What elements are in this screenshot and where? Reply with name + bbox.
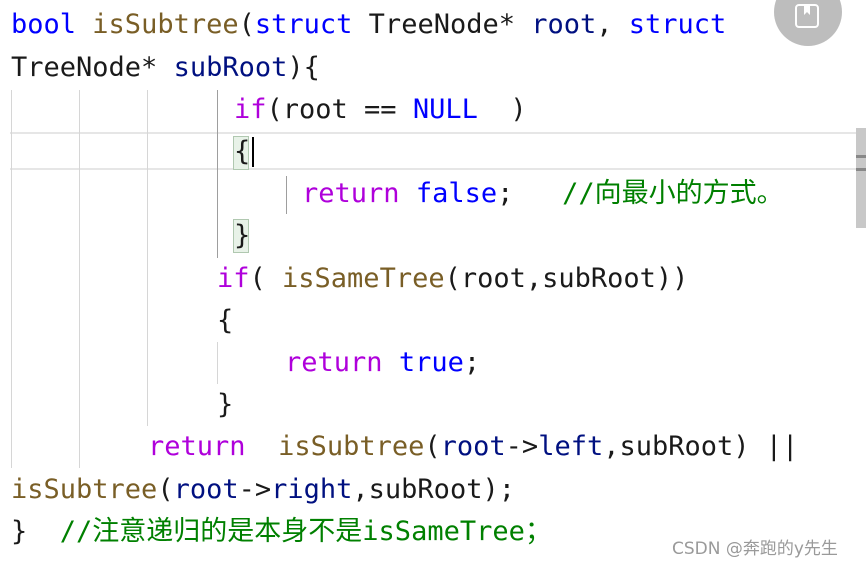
token-function: isSameTree [282, 263, 445, 294]
token-param: root [440, 431, 506, 462]
current-line-highlight [10, 132, 866, 170]
token-constant: true [398, 347, 464, 378]
token-args: ,subRoot); [352, 474, 515, 505]
token-control: if [234, 94, 267, 125]
token-space [27, 516, 60, 547]
code-line-10[interactable]: } [217, 384, 233, 426]
token-brace: } [234, 220, 251, 251]
token-punct: ( [238, 9, 255, 40]
indent-guide [217, 342, 218, 384]
token-comment: ； [524, 516, 552, 547]
token-param: subRoot [173, 52, 288, 83]
text-caret [252, 137, 254, 167]
indent-guide [147, 90, 148, 426]
indent-guide [79, 90, 80, 468]
token-space [246, 431, 279, 462]
code-line-6[interactable]: } [234, 215, 250, 257]
code-line-4[interactable]: { [234, 131, 250, 173]
token-type: TreeNode* [352, 9, 532, 40]
bookmark-icon [795, 4, 819, 28]
token-comment: isSameTree [362, 516, 525, 547]
token-space [76, 9, 92, 40]
token-member: left [538, 431, 604, 462]
code-line-9[interactable]: return true; [285, 342, 480, 384]
token-keyword: struct [254, 9, 353, 40]
code-line-13[interactable]: } //注意递归的是本身不是isSameTree； [11, 511, 552, 553]
token-function: isSubtree [11, 474, 158, 505]
token-comment: //向最小的方式。 [562, 178, 784, 209]
token-punct: ) [477, 94, 527, 125]
token-param: root [173, 474, 239, 505]
scrollbar[interactable] [856, 128, 866, 228]
token-constant: false [415, 178, 498, 209]
code-line-3[interactable]: if(root == NULL ) [234, 89, 527, 131]
watermark: CSDN @奔跑的y先生 [672, 539, 838, 559]
token-space [400, 178, 416, 209]
token-keyword: struct [628, 9, 727, 40]
token-punct: ; [497, 178, 563, 209]
token-op: -> [505, 431, 539, 462]
token-brace: { [217, 305, 234, 336]
token-punct: , [596, 9, 629, 40]
code-line-1[interactable]: bool isSubtree(struct TreeNode* root, st… [11, 4, 726, 46]
token-punct: ; [463, 347, 481, 378]
token-control: return [302, 178, 400, 209]
token-punct: ( [424, 431, 441, 462]
token-keyword: bool [11, 9, 77, 40]
indent-guide-active [286, 176, 287, 214]
token-control: if [217, 263, 250, 294]
token-comment: //注意递归的是本身不是 [59, 516, 363, 547]
token-args: ,subRoot) || [603, 431, 799, 462]
token-brace: { [234, 136, 251, 167]
bracket-match-highlight [233, 136, 249, 170]
code-line-12[interactable]: isSubtree(root->right,subRoot); [11, 469, 515, 511]
indent-guide-active [217, 90, 218, 258]
token-punct: ( [249, 263, 283, 294]
code-line-7[interactable]: if( isSameTree(root,subRoot)) [217, 258, 688, 300]
token-control: return [148, 431, 246, 462]
token-punct: ){ [287, 52, 320, 83]
token-brace: } [11, 516, 28, 547]
token-control: return [285, 347, 383, 378]
scrollbar-marker [856, 155, 866, 158]
token-function: isSubtree [278, 431, 425, 462]
token-param: root [531, 9, 597, 40]
token-type: TreeNode* [11, 52, 174, 83]
token-member: right [271, 474, 353, 505]
token-space [383, 347, 399, 378]
code-line-5[interactable]: return false; //向最小的方式。 [302, 173, 784, 215]
token-brace: } [217, 389, 234, 420]
token-op: -> [238, 474, 272, 505]
code-line-2[interactable]: TreeNode* subRoot){ [11, 47, 320, 89]
code-line-11[interactable]: return isSubtree(root->left,subRoot) || [148, 426, 798, 468]
scrollbar-marker [856, 168, 866, 171]
token-expr: (root == [266, 94, 413, 125]
token-function: isSubtree [92, 9, 239, 40]
token-args: (root,subRoot)) [444, 263, 689, 294]
token-constant: NULL [412, 94, 478, 125]
indent-guide [11, 90, 12, 468]
bracket-match-highlight [233, 219, 249, 253]
code-line-8[interactable]: { [217, 300, 233, 342]
token-punct: ( [157, 474, 174, 505]
